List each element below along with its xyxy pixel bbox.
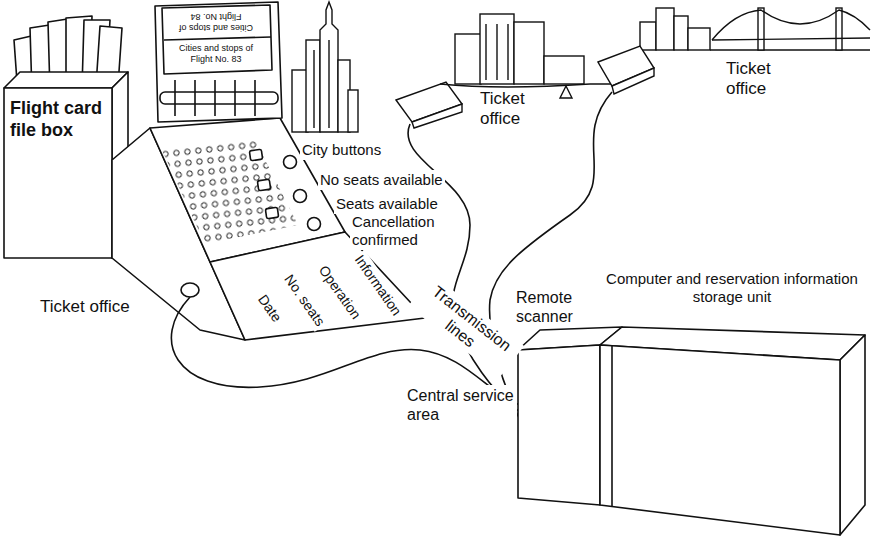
roller-divider (254, 80, 256, 116)
place-label: Ticket office (478, 88, 552, 131)
building (480, 14, 514, 84)
bridge-tower (836, 8, 842, 50)
bridge-tower (758, 8, 764, 50)
place-label: Ticket office (38, 296, 132, 318)
part-label: City buttons (300, 140, 383, 160)
computer-label: Computer and reservation information sto… (600, 270, 864, 308)
roller-divider (214, 80, 216, 116)
key (257, 179, 270, 191)
node-text: Computer and reservation information sto… (600, 270, 864, 306)
terminal-front (612, 68, 654, 94)
box-top (4, 72, 128, 88)
part-label: No seats available (318, 170, 445, 190)
card-text: Cities and stops of Flight No. 83 (166, 42, 266, 66)
terminal-front (412, 104, 462, 128)
roller-divider (234, 80, 236, 116)
line-label: Transmission lines (408, 274, 524, 377)
box-front (4, 88, 112, 258)
computer-side (840, 335, 865, 535)
file-box-drawing (4, 16, 128, 258)
tower (320, 2, 338, 132)
node-text: Remote scanner (516, 288, 598, 326)
indicator-lamp (294, 190, 307, 203)
building (688, 28, 710, 50)
card-fold (164, 37, 271, 40)
window-line (496, 24, 497, 80)
place-label: Ticket office (724, 58, 798, 101)
building (348, 90, 358, 132)
water-line (710, 49, 870, 50)
city-skyline-left (292, 2, 358, 132)
area-label: Central service area (405, 385, 517, 425)
roller-divider (194, 80, 196, 116)
building (674, 16, 688, 50)
card-text: Cities and stops of Flight No. 84 (166, 10, 266, 34)
sailboat (560, 86, 572, 98)
building (544, 56, 584, 84)
window-line (485, 24, 486, 80)
bridge-deck (712, 38, 870, 40)
roller-divider (174, 80, 176, 116)
indicator-lamp (308, 218, 321, 231)
bridge-cable (712, 10, 870, 40)
card-holder (155, 2, 282, 122)
node-text: Flight card file box (10, 98, 108, 141)
window-line (313, 50, 314, 128)
part-label: Cancellation confirmed (350, 212, 450, 250)
cable-port (181, 283, 199, 297)
roller (160, 92, 278, 104)
central-units (518, 327, 865, 535)
building (455, 34, 481, 84)
building (306, 40, 320, 132)
building (640, 22, 656, 50)
building (656, 8, 674, 50)
window-line (328, 40, 329, 128)
scanner-label: Remote scanner (516, 288, 598, 328)
key-label: Date (253, 289, 288, 327)
window-line (507, 24, 508, 80)
key (249, 149, 262, 161)
panel-seam (611, 346, 613, 507)
city-buttons (162, 140, 298, 244)
indicator-lamp (284, 156, 297, 169)
shore (440, 84, 615, 87)
file-box-label: Flight card file box (10, 98, 108, 143)
part-label: Seats available (334, 194, 440, 214)
building (514, 22, 544, 84)
key (265, 207, 278, 219)
flight-card (162, 5, 272, 74)
scanner-front (518, 345, 600, 505)
computer-front (600, 345, 840, 535)
